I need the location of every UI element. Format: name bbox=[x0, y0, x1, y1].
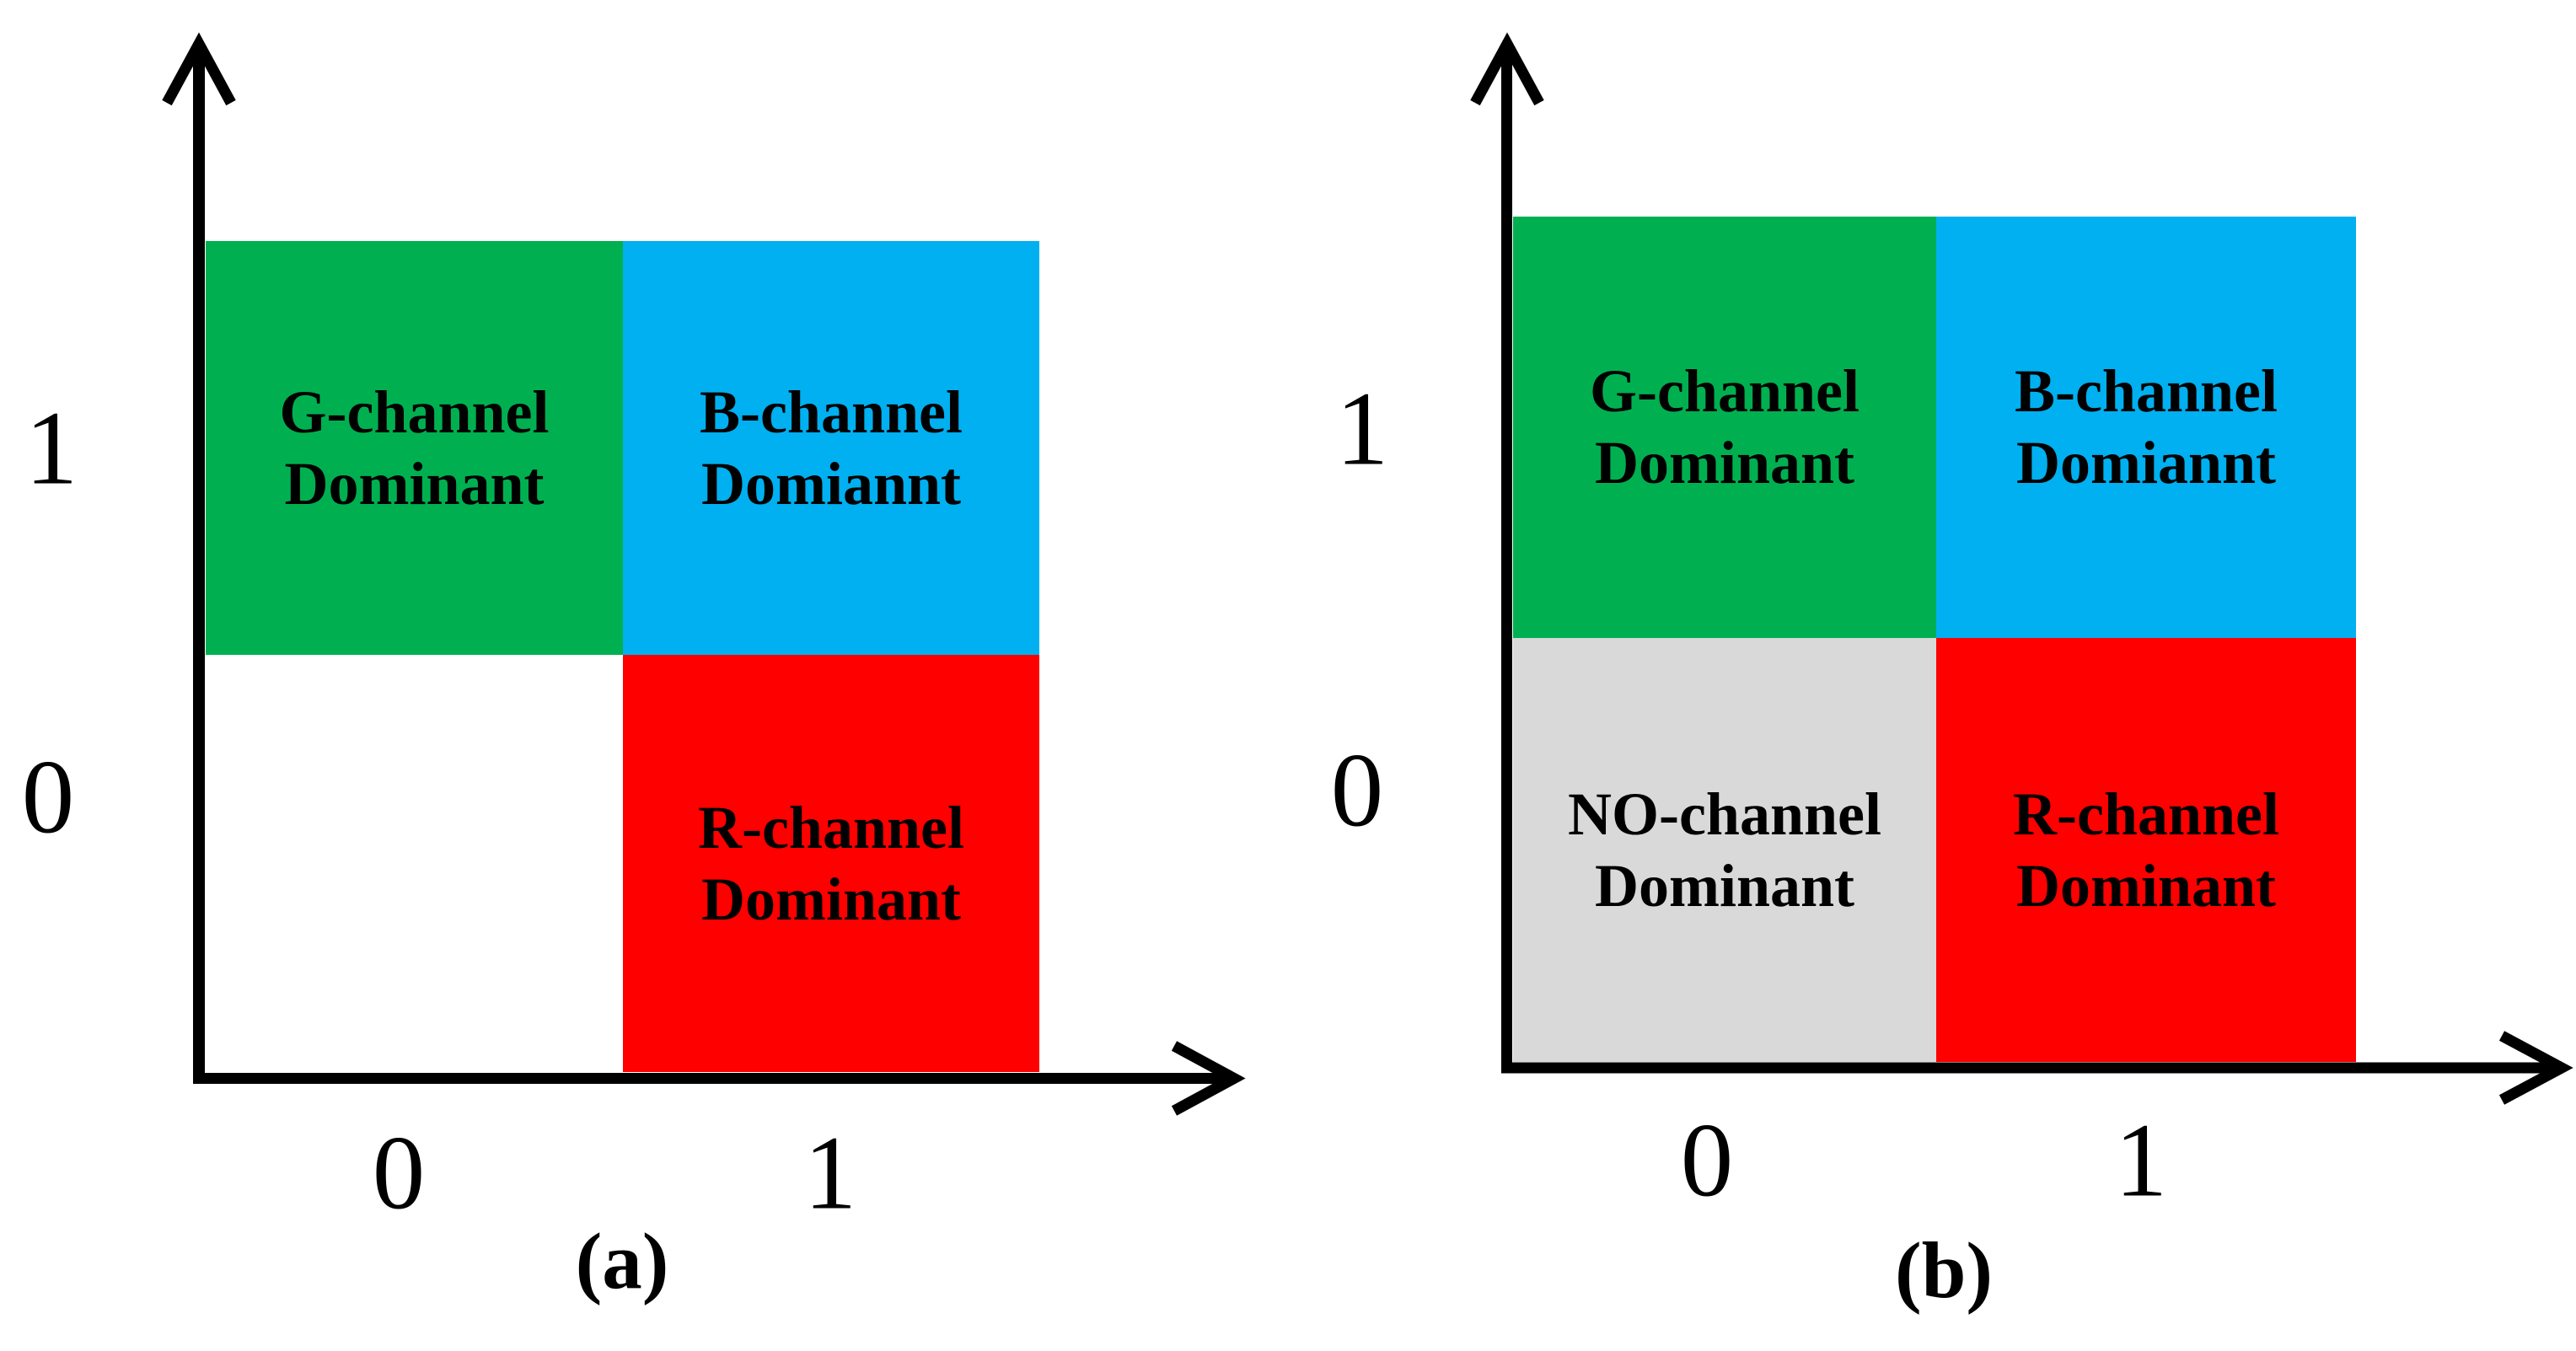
panel-a-caption: (a) bbox=[575, 1216, 669, 1306]
panel-b-x-tick-1: 1 bbox=[2114, 1102, 2168, 1220]
quadrant-label-line2: Dominant bbox=[1594, 429, 1855, 496]
quadrant-label-line1: B-channel bbox=[699, 378, 963, 446]
panel-a-x-tick-1: 1 bbox=[803, 1115, 857, 1232]
quadrant-label-line2: Dominant bbox=[700, 865, 962, 933]
quadrant-label-line2: Dominant bbox=[284, 449, 545, 517]
panel-b-x-tick-0: 0 bbox=[1680, 1102, 1734, 1220]
panel-b-quadrant-r-channel: R-channel Dominant bbox=[1936, 638, 2356, 1062]
panel-a-up-arrow-icon bbox=[162, 32, 236, 106]
panel-a-quadrant-g-channel: G-channel Dominant bbox=[206, 241, 623, 655]
quadrant-label-line1: G-channel bbox=[1589, 357, 1860, 426]
panel-b-quadrant-no-channel: NO-channel Dominant bbox=[1513, 638, 1936, 1062]
panel-a-x-tick-0: 0 bbox=[372, 1115, 426, 1232]
quadrant-label-line1: R-channel bbox=[697, 793, 965, 861]
quadrant-label-line2: Dominant bbox=[1594, 851, 1855, 919]
quadrant-label-line2: Dominant bbox=[2015, 851, 2277, 919]
quadrant-label-line2: Domiannt bbox=[700, 449, 962, 517]
panel-b-quadrant-g-channel: G-channel Dominant bbox=[1513, 217, 1936, 638]
quadrant-label-line1: NO-channel bbox=[1567, 780, 1882, 848]
panel-a-y-tick-1: 1 bbox=[24, 390, 78, 507]
panel-b-y-tick-1: 1 bbox=[1335, 371, 1389, 488]
panel-b-y-tick-0: 0 bbox=[1330, 732, 1384, 850]
panel-b-up-arrow-icon bbox=[1470, 32, 1544, 106]
panel-a-quadrant-r-channel: R-channel Dominant bbox=[623, 655, 1039, 1072]
quadrant-label-line1: G-channel bbox=[279, 378, 550, 446]
quadrant-label-line1: R-channel bbox=[2012, 780, 2280, 848]
panel-b-right-arrow-icon bbox=[2498, 1031, 2573, 1105]
panel-b-quadrant-b-channel: B-channel Domiannt bbox=[1936, 217, 2356, 638]
panel-a-y-tick-0: 0 bbox=[21, 739, 75, 856]
panel-a-right-arrow-icon bbox=[1171, 1041, 1246, 1116]
quadrant-label-line2: Domiannt bbox=[2015, 429, 2277, 496]
panel-b-caption: (b) bbox=[1894, 1225, 1994, 1316]
panel-a-quadrant-b-channel: B-channel Domiannt bbox=[623, 241, 1039, 655]
quadrant-label-line1: B-channel bbox=[2014, 357, 2278, 426]
